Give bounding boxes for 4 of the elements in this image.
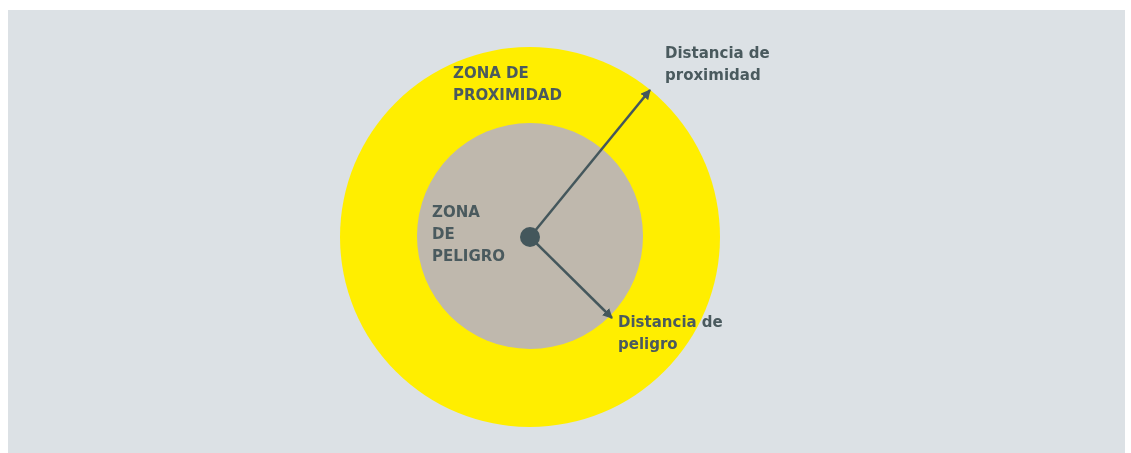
distance-label: Distancia de peligro <box>618 312 724 355</box>
distance-label: Distancia de proximidad <box>665 43 771 86</box>
zone-label: ZONA DE PELIGRO <box>432 202 505 267</box>
zone-label: ZONA DE PROXIMIDAD <box>453 63 563 106</box>
